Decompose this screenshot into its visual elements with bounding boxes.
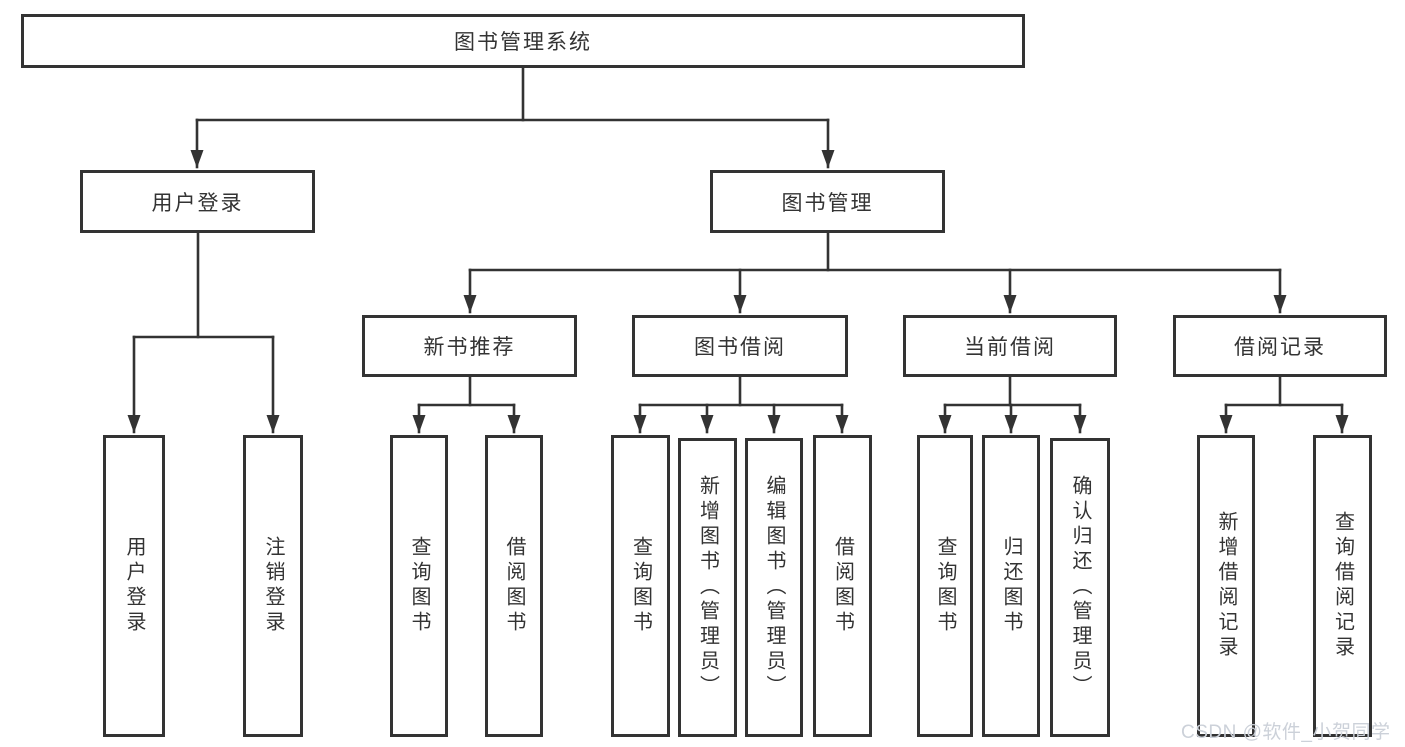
leaf-new-book-borrow: 借阅图书	[485, 435, 543, 737]
node-borrow-record-label: 借阅记录	[1234, 336, 1326, 359]
leaf-borrow-query-label: 查询图书	[629, 536, 652, 636]
leaf-new-book-query: 查询图书	[390, 435, 448, 737]
node-new-book-label: 新书推荐	[423, 336, 516, 359]
leaf-borrow-edit-label: 编辑图书（管理员）	[763, 475, 785, 700]
leaf-borrow-query: 查询图书	[611, 435, 670, 737]
leaf-user-login-label: 用户登录	[123, 536, 145, 636]
leaf-new-book-query-label: 查询图书	[408, 536, 430, 636]
connector-borrow-record	[1219, 375, 1349, 434]
leaf-borrow-edit: 编辑图书（管理员）	[745, 438, 803, 737]
leaf-record-query-label: 查询借阅记录	[1331, 511, 1354, 661]
leaf-user-login: 用户登录	[103, 435, 165, 737]
leaf-borrow-book-label: 借阅图书	[831, 536, 854, 636]
leaf-record-query: 查询借阅记录	[1313, 435, 1372, 737]
leaf-current-confirm-label: 确认归还（管理员）	[1069, 475, 1091, 700]
leaf-new-book-borrow-label: 借阅图书	[503, 536, 525, 636]
leaf-current-return: 归还图书	[982, 435, 1040, 737]
leaf-logout-label: 注销登录	[262, 536, 284, 636]
leaf-borrow-book: 借阅图书	[813, 435, 872, 737]
leaf-current-confirm: 确认归还（管理员）	[1050, 438, 1110, 737]
node-current-borrow-label: 当前借阅	[964, 336, 1056, 359]
leaf-current-return-label: 归还图书	[1000, 536, 1022, 636]
leaf-borrow-add: 新增图书（管理员）	[678, 438, 737, 737]
leaf-current-query-label: 查询图书	[934, 536, 956, 636]
connector-root-to-level2	[190, 66, 835, 169]
connector-user-login	[127, 231, 280, 434]
connector-book-mgmt	[463, 231, 1287, 314]
connector-new-book	[412, 375, 521, 434]
node-book-mgmt: 图书管理	[710, 170, 945, 233]
node-book-borrow: 图书借阅	[632, 315, 848, 377]
csdn-watermark: CSDN @软件_小贺同学	[1181, 722, 1391, 743]
node-root-label: 图书管理系统	[454, 31, 592, 54]
node-current-borrow: 当前借阅	[903, 315, 1117, 377]
node-root: 图书管理系统	[21, 14, 1025, 68]
node-user-login-label: 用户登录	[151, 191, 244, 215]
leaf-record-add: 新增借阅记录	[1197, 435, 1255, 737]
node-borrow-record: 借阅记录	[1173, 315, 1387, 377]
leaf-record-add-label: 新增借阅记录	[1215, 511, 1237, 661]
connector-book-borrow	[633, 375, 849, 434]
leaf-current-query: 查询图书	[917, 435, 973, 737]
node-user-login: 用户登录	[80, 170, 315, 233]
connector-current-borrow	[938, 375, 1087, 434]
node-book-mgmt-label: 图书管理	[781, 191, 874, 215]
leaf-borrow-add-label: 新增图书（管理员）	[696, 475, 719, 700]
node-new-book: 新书推荐	[362, 315, 577, 377]
leaf-logout: 注销登录	[243, 435, 303, 737]
node-book-borrow-label: 图书借阅	[694, 336, 786, 359]
